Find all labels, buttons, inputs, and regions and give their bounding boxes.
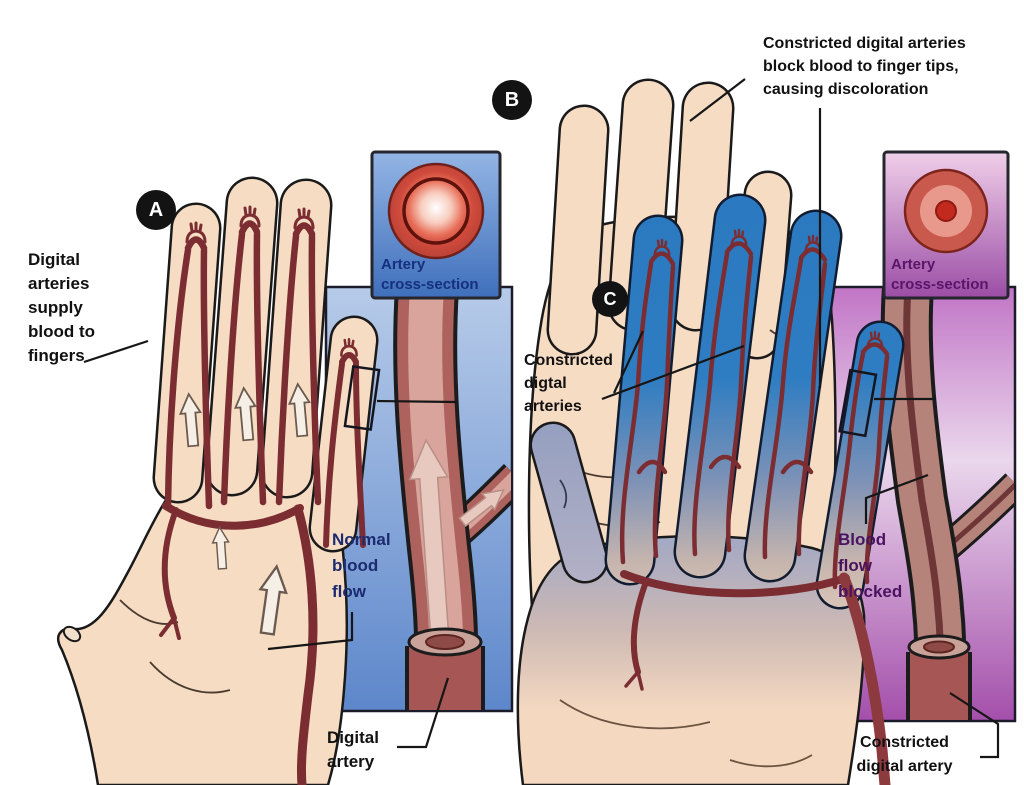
fingers-cyanotic	[604, 193, 905, 610]
label-cross-section-right: Artery cross-section	[891, 255, 989, 295]
label-line: Constricted digital arteries	[763, 35, 966, 52]
label-line: Constricted	[524, 352, 613, 369]
label-line: blood to	[28, 322, 96, 341]
fingers-normal	[152, 176, 379, 553]
digital-arteries-constricted	[619, 241, 891, 785]
magnifier-box-normal	[343, 365, 381, 431]
label-digital-arteries-supply: Digital arteries supply blood to fingers	[28, 248, 95, 368]
leader-lines	[83, 78, 1000, 759]
label-line: Digital	[28, 250, 80, 269]
palm-creases	[119, 599, 231, 694]
marker-c: C	[592, 281, 628, 317]
label-line: blood	[332, 556, 379, 575]
marker-b: B	[492, 80, 532, 120]
label-cross-section-left: Artery cross-section	[381, 255, 479, 295]
label-line: Artery	[891, 256, 936, 273]
label-line: flow	[838, 556, 872, 575]
label-line: Digital	[327, 728, 379, 747]
label-normal-blood-flow: Normal blood flow	[332, 527, 391, 605]
magnifier-box-constricted	[838, 368, 878, 438]
label-line: Constricted	[860, 734, 949, 751]
digital-arteries-normal	[159, 220, 366, 785]
artery-constricted	[880, 288, 1014, 720]
label-line: cross-section	[891, 276, 989, 293]
label-line: digtal	[524, 375, 567, 392]
label-line: Normal	[332, 530, 391, 549]
label-constricted-digital-artery: Constricted digital artery	[822, 731, 987, 779]
label-blood-flow-blocked: Blood flow blocked	[838, 527, 902, 605]
label-line: Blood	[838, 530, 887, 549]
label-line: arteries	[28, 274, 90, 293]
label-line: blocked	[838, 582, 903, 601]
label-top-note: Constricted digital arteries block blood…	[763, 32, 966, 101]
hand-normal	[56, 176, 381, 785]
artery-normal	[393, 288, 511, 710]
label-line: Artery	[381, 256, 426, 273]
label-line: block blood to finger tips,	[763, 58, 959, 75]
label-line: flow	[332, 582, 366, 601]
label-digital-artery: Digital artery	[327, 726, 379, 774]
label-line: arteries	[524, 398, 582, 415]
label-line: causing discoloration	[763, 81, 929, 98]
label-line: fingers	[28, 346, 85, 365]
cross-section-box-normal	[370, 150, 502, 300]
cross-section-box-constricted	[882, 150, 1010, 300]
label-line: artery	[327, 752, 375, 771]
label-constricted-digtal-arteries: Constricted digtal arteries	[524, 349, 613, 418]
label-line: cross-section	[381, 276, 479, 293]
hand-discolored	[516, 193, 905, 785]
marker-a: A	[136, 190, 176, 230]
label-line: supply	[28, 298, 83, 317]
label-line: digital artery	[856, 758, 953, 775]
